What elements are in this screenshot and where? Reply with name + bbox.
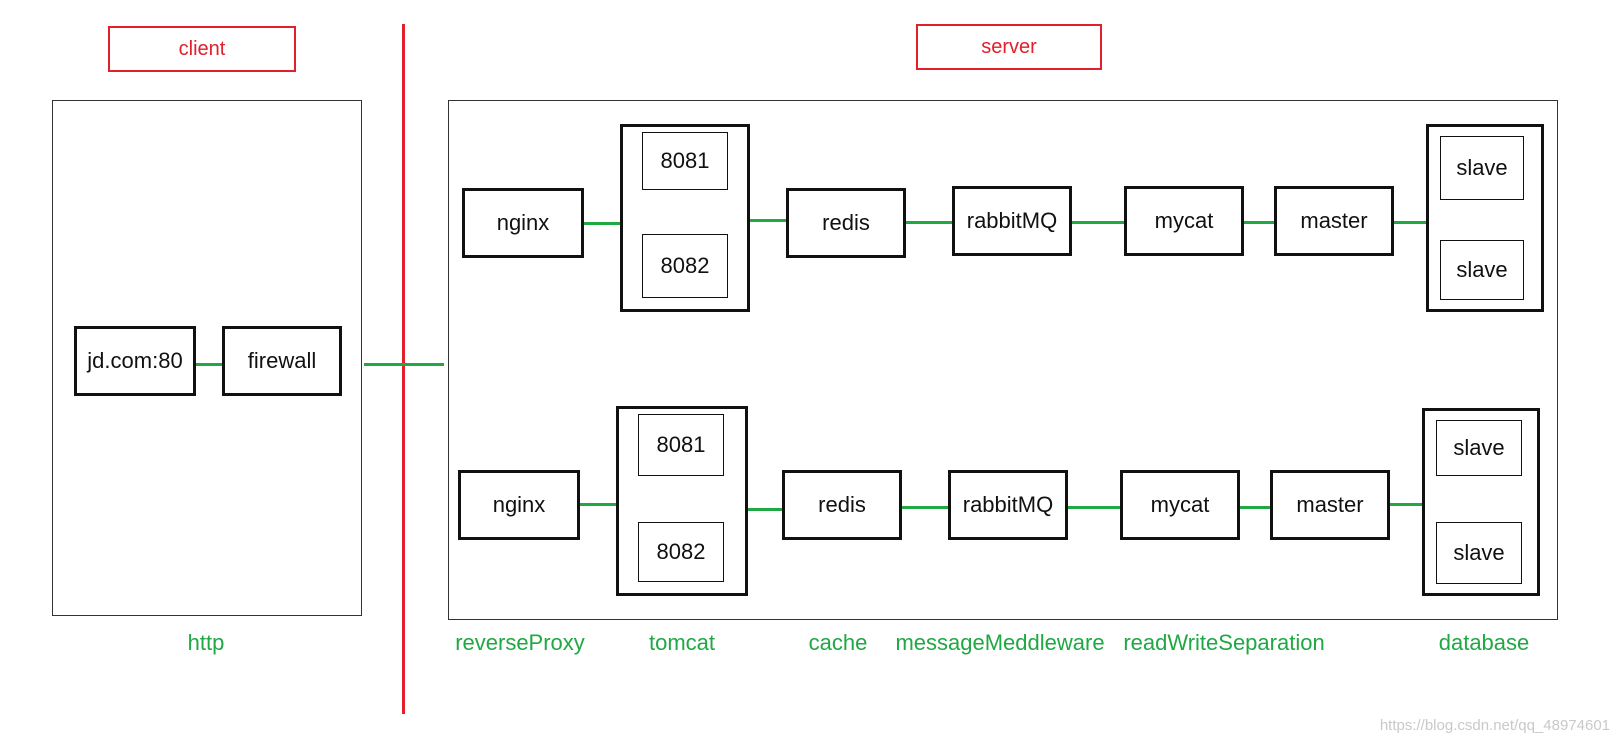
tomcat-port: 8082 (642, 234, 728, 298)
layer-label-http: http (187, 630, 225, 655)
master-node: master (1274, 186, 1394, 256)
server-label: server (916, 24, 1102, 70)
layer-label-rws: readWriteSeparation (1123, 630, 1325, 655)
rabbitmq-node: rabbitMQ (948, 470, 1068, 540)
nginx-tomcat-connector (584, 222, 620, 225)
redis-mq-connector (902, 506, 948, 509)
redis-mq-connector (906, 221, 952, 224)
layer-label-cache: cache (808, 630, 868, 655)
tomcat-port: 8081 (642, 132, 728, 190)
tomcat-redis-connector (748, 508, 782, 511)
nginx-node: nginx (458, 470, 580, 540)
master-node: master (1270, 470, 1390, 540)
client-server-divider (402, 24, 405, 714)
client-server-connector (364, 363, 444, 366)
slave-node: slave (1436, 522, 1522, 584)
rabbitmq-node: rabbitMQ (952, 186, 1072, 256)
nginx-tomcat-connector (580, 503, 616, 506)
tomcat-redis-connector (750, 219, 786, 222)
slave-node: slave (1440, 136, 1524, 200)
firewall-node: firewall (222, 326, 342, 396)
layer-label-tomcat: tomcat (648, 630, 716, 655)
domain-firewall-connector (196, 363, 222, 366)
layer-label-reverse-proxy: reverseProxy (455, 630, 585, 655)
client-label: client (108, 26, 296, 72)
master-db-connector (1390, 503, 1422, 506)
nginx-node: nginx (462, 188, 584, 258)
client-frame (52, 100, 362, 616)
server-frame (448, 100, 1558, 620)
layer-label-database: database (1438, 630, 1530, 655)
layer-label-message: messageMeddleware (895, 630, 1105, 655)
tomcat-port: 8082 (638, 522, 724, 582)
mq-mycat-connector (1068, 506, 1120, 509)
redis-node: redis (786, 188, 906, 258)
domain-node: jd.com:80 (74, 326, 196, 396)
mycat-node: mycat (1120, 470, 1240, 540)
slave-node: slave (1436, 420, 1522, 476)
watermark: https://blog.csdn.net/qq_48974601 (1379, 717, 1610, 734)
mycat-master-connector (1240, 506, 1270, 509)
mycat-master-connector (1244, 221, 1274, 224)
tomcat-port: 8081 (638, 414, 724, 476)
slave-node: slave (1440, 240, 1524, 300)
mycat-node: mycat (1124, 186, 1244, 256)
redis-node: redis (782, 470, 902, 540)
master-db-connector (1394, 221, 1426, 224)
mq-mycat-connector (1072, 221, 1124, 224)
